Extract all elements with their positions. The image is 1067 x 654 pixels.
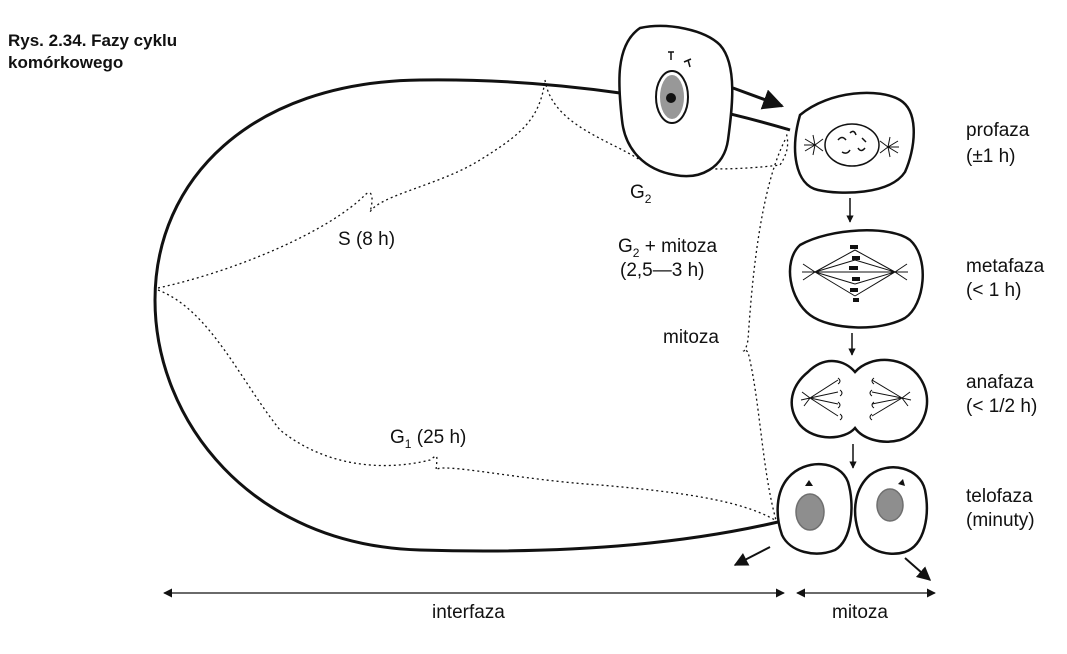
label-g2-mitoza-time: (2,5—3 h) [620,260,704,281]
label-metafaza-time: (< 1 h) [966,280,1021,301]
label-profaza-time: (±1 h) [966,146,1016,167]
telophase-cells [776,463,929,555]
phase-boundaries [157,79,789,521]
label-anafaza: anafaza [966,372,1034,393]
metaphase-cell [788,229,924,329]
arrow-to-prophase [732,86,784,110]
label-telofaza-time: (minuty) [966,510,1035,531]
label-g2: G2 [630,182,652,206]
label-interfaza: interfaza [432,602,505,623]
label-mitoza-bottom: mitoza [832,602,888,623]
cycle-outline [153,78,791,553]
label-g1: G1 (25 h) [390,427,466,451]
label-s: S (8 h) [338,229,395,250]
caption-line-2: komórkowego [8,53,124,72]
label-mitoza-cycle: mitoza [663,327,719,348]
label-profaza: profaza [966,120,1030,141]
interphase-cell [618,24,734,178]
label-g2-mitoza: G2 + mitoza [618,236,718,260]
arrow-out-left [733,546,771,566]
label-anafaza-time: (< 1/2 h) [966,396,1037,417]
figure-caption: Rys. 2.34. Fazy cyklu komórkowego [8,30,177,74]
label-telofaza: telofaza [966,486,1033,507]
prophase-cell [793,91,915,194]
anaphase-cell [790,358,929,443]
caption-line-1: Rys. 2.34. Fazy cyklu [8,31,178,50]
arrow-out-right [904,557,932,581]
label-metafaza: metafaza [966,256,1045,277]
